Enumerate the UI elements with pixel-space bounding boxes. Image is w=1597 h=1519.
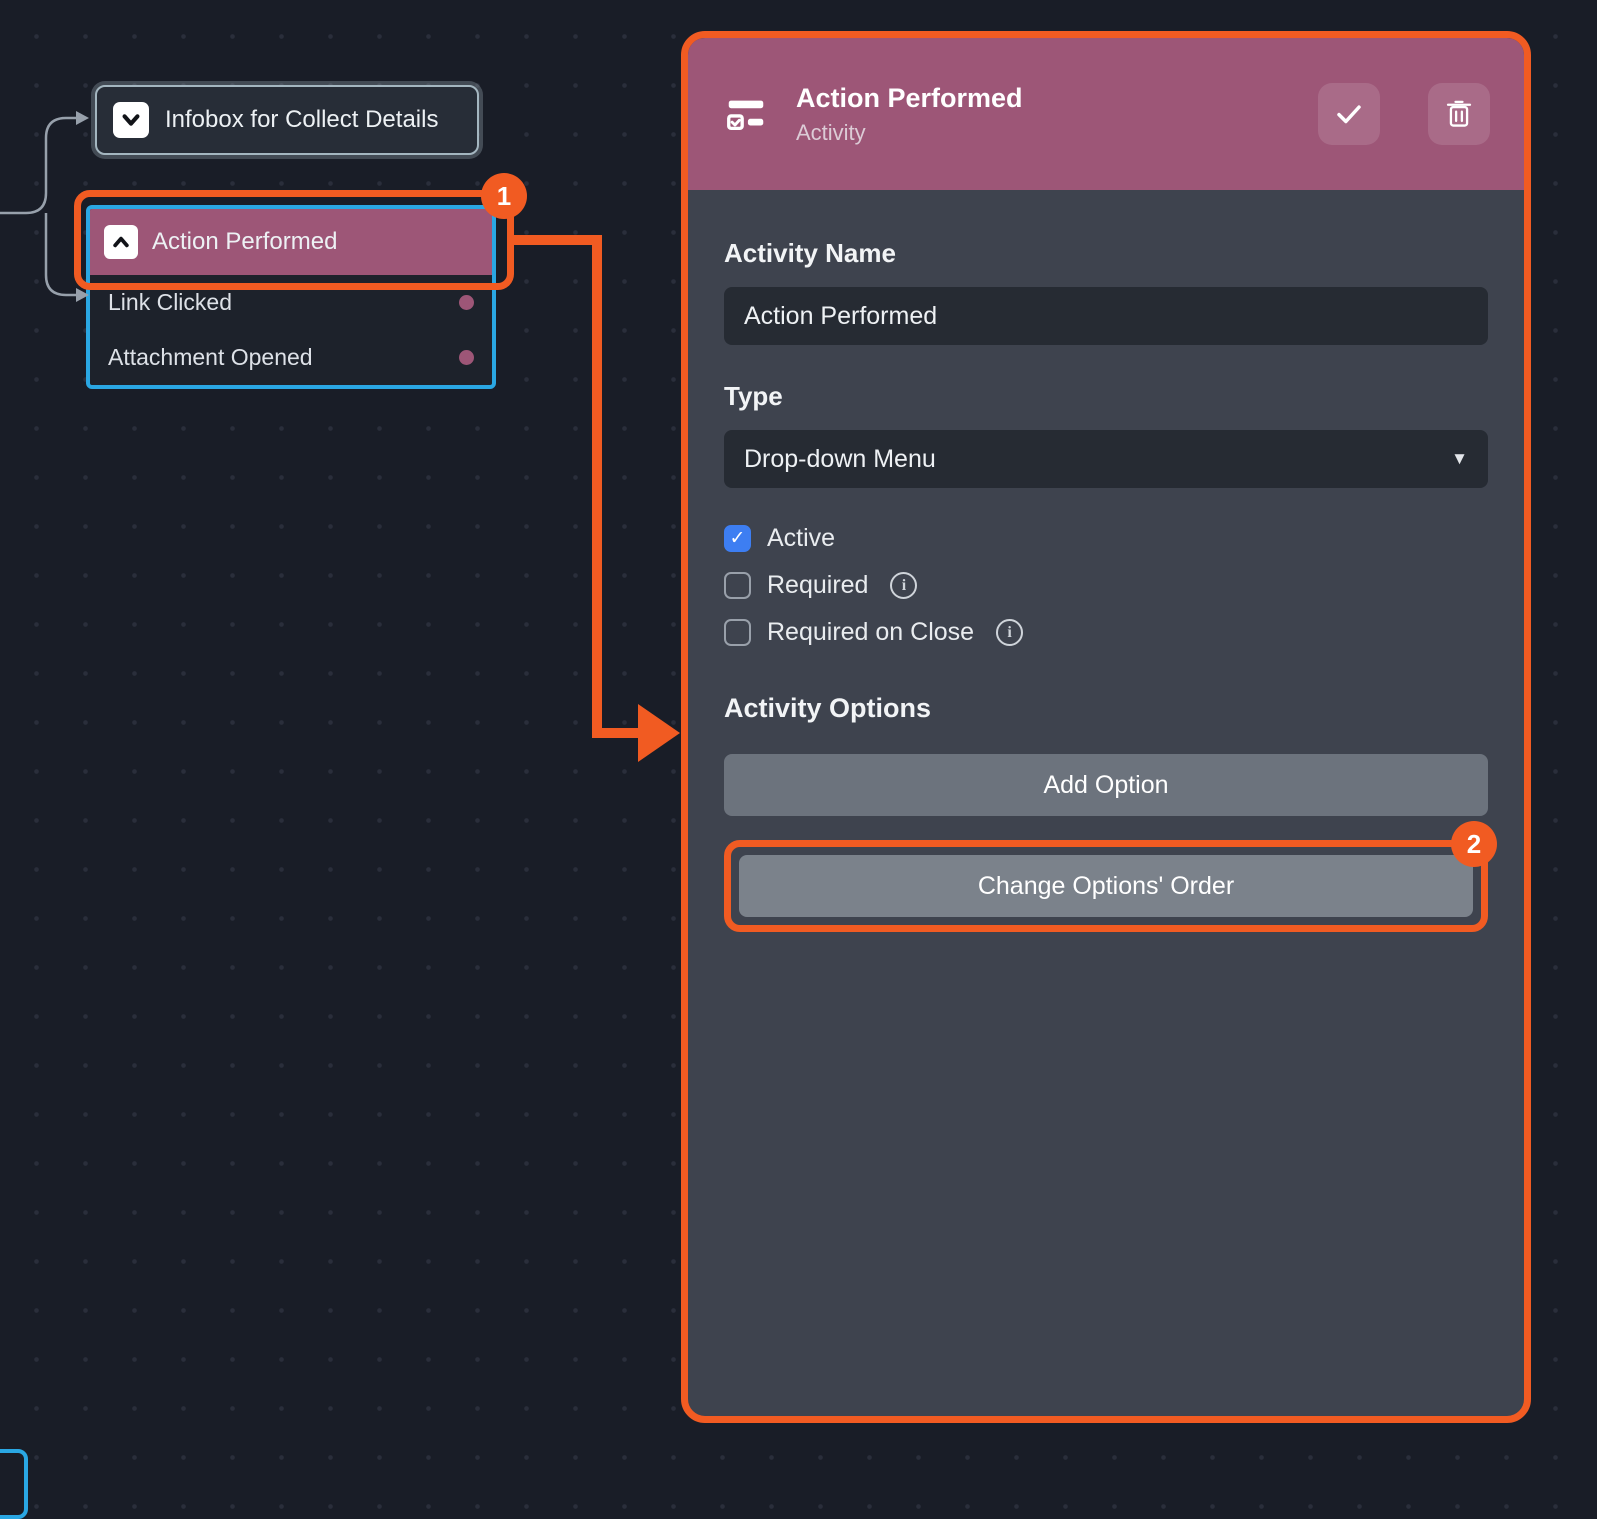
offscreen-node-corner [0, 1449, 28, 1519]
panel-body: Activity Name Type Drop-down Menu ▼ ✓ Ac… [688, 190, 1524, 968]
chevron-down-box-icon [113, 102, 149, 138]
delete-button[interactable] [1428, 83, 1490, 145]
checkbox-group: ✓ Active ✓ Required i ✓ Required on Clos… [724, 524, 1488, 647]
checkbox-label: Active [767, 524, 836, 552]
node-action-performed-group[interactable]: Action Performed Link Clicked Attachment… [86, 205, 496, 389]
node-option-link-clicked[interactable]: Link Clicked [90, 275, 492, 330]
checkbox-row-active[interactable]: ✓ Active [724, 524, 1488, 553]
activity-details-panel: Action Performed Activity Activity Name … [681, 31, 1531, 1423]
annotation-step-1-badge: 1 [481, 173, 527, 219]
panel-header: Action Performed Activity [688, 38, 1524, 190]
option-label: Attachment Opened [108, 344, 313, 370]
checkbox-row-required-on-close[interactable]: ✓ Required on Close i [724, 618, 1488, 647]
activity-icon [722, 90, 770, 138]
panel-subtitle: Activity [796, 119, 866, 145]
checkbox-row-required[interactable]: ✓ Required i [724, 571, 1488, 600]
type-label: Type [724, 381, 783, 411]
add-option-button[interactable]: Add Option [724, 754, 1488, 816]
activity-name-label: Activity Name [724, 238, 896, 268]
chevron-up-box-icon [104, 225, 138, 259]
required-on-close-checkbox[interactable]: ✓ [724, 619, 751, 646]
annotation-step-2-badge: 2 [1451, 821, 1497, 867]
checkbox-label: Required [767, 571, 869, 599]
required-checkbox[interactable]: ✓ [724, 572, 751, 599]
info-icon[interactable]: i [996, 619, 1024, 646]
confirm-button[interactable] [1318, 83, 1380, 145]
check-icon: ✓ [729, 528, 746, 549]
activity-options-heading: Activity Options [724, 693, 932, 723]
node-infobox-for-collect-details[interactable]: Infobox for Collect Details [95, 85, 479, 155]
output-port-dot[interactable] [459, 295, 474, 310]
checkbox-label: Required on Close [767, 618, 975, 646]
annotation-step-2-box: Change Options' Order 2 [724, 821, 1497, 932]
type-dropdown[interactable]: Drop-down Menu ▼ [724, 430, 1488, 488]
active-checkbox[interactable]: ✓ [724, 525, 751, 552]
activity-name-input[interactable] [724, 287, 1488, 345]
option-label: Link Clicked [108, 289, 232, 315]
info-icon[interactable]: i [890, 572, 918, 599]
node-label: Infobox for Collect Details [165, 106, 439, 133]
change-options-order-button[interactable]: Change Options' Order [739, 855, 1473, 917]
node-option-attachment-opened[interactable]: Attachment Opened [90, 330, 492, 385]
type-dropdown-value: Drop-down Menu [744, 444, 936, 473]
node-label: Action Performed [152, 228, 338, 255]
node-action-performed-header[interactable]: Action Performed [90, 209, 492, 275]
panel-title: Action Performed [796, 82, 1023, 113]
chevron-down-icon: ▼ [1451, 449, 1468, 468]
output-port-dot[interactable] [459, 350, 474, 365]
